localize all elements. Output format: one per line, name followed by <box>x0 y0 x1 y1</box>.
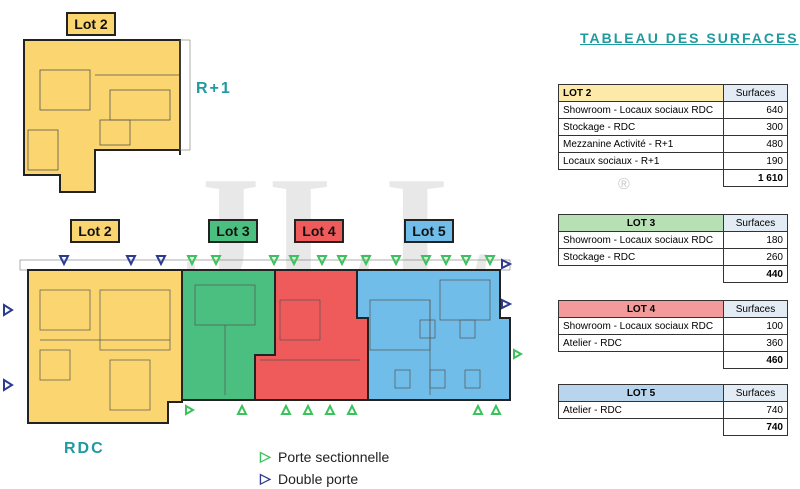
table-header: LOT 5 <box>558 384 724 402</box>
green-arrow-icon <box>186 255 198 267</box>
green-arrow-icon <box>185 404 196 416</box>
sectional-door-arrows <box>185 255 524 416</box>
table-header: LOT 3 <box>558 214 724 232</box>
green-arrow-icon <box>420 255 432 267</box>
green-arrow-icon <box>236 403 248 415</box>
surfaces-header: Surfaces <box>723 214 788 232</box>
green-arrow-icon <box>316 255 328 267</box>
upper-floor-plan <box>23 39 191 193</box>
registered-mark: ® <box>618 176 630 193</box>
green-arrow-icon <box>336 255 348 267</box>
green-arrow-icon <box>324 403 336 415</box>
total-value: 440 <box>723 265 788 283</box>
green-arrow-icon <box>484 255 496 267</box>
surfaces-header: Surfaces <box>723 300 788 318</box>
green-arrow-icon <box>513 348 524 360</box>
legend-label: Double porte <box>278 470 359 487</box>
green-arrow-icon <box>390 255 402 267</box>
ground-lot2-label: Lot 2 <box>70 219 120 243</box>
green-arrow-icon <box>210 255 222 267</box>
blue-arrow-icon <box>58 255 70 267</box>
double-door-arrows <box>3 255 513 392</box>
blue-arrow-icon <box>501 298 513 310</box>
ground-lot2-area <box>27 269 183 424</box>
blue-arrow-icon <box>501 258 513 270</box>
legend-label: Porte sectionnelle <box>278 448 390 465</box>
blue-arrow-icon <box>3 378 14 392</box>
legend-double-door: ▷ Double porte <box>260 470 358 487</box>
green-arrow-icon <box>346 403 358 415</box>
green-arrow-icon <box>280 403 292 415</box>
green-arrow-icon: ▷ <box>260 448 271 464</box>
blue-arrow-icon <box>155 255 167 267</box>
blue-arrow-icon <box>125 255 137 267</box>
green-arrow-icon <box>268 255 280 267</box>
total-row: 440 <box>559 265 788 283</box>
upper-lot2-label: Lot 2 <box>66 12 116 36</box>
level-label-upper: R+1 <box>196 80 232 97</box>
blue-arrow-icon <box>3 303 14 317</box>
surfaces-header: Surfaces <box>723 384 788 402</box>
blue-arrow-icon: ▷ <box>260 470 271 486</box>
green-arrow-icon <box>288 255 300 267</box>
ground-lot3-label: Lot 3 <box>208 219 258 243</box>
ground-floor-plan <box>19 259 511 424</box>
legend-sectional-door: ▷ Porte sectionnelle <box>260 448 389 465</box>
green-arrow-icon <box>460 255 472 267</box>
table-header: LOT 4 <box>558 300 724 318</box>
total-value: 740 <box>723 418 788 436</box>
total-row: 460 <box>559 351 788 369</box>
green-arrow-icon <box>490 403 502 415</box>
green-arrow-icon <box>360 255 372 267</box>
green-arrow-icon <box>440 255 452 267</box>
total-value: 1 610 <box>723 169 788 187</box>
total-value: 460 <box>723 351 788 369</box>
level-label-ground: RDC <box>64 440 105 457</box>
ground-lot5-area <box>356 269 511 401</box>
ground-lot4-label: Lot 4 <box>294 219 344 243</box>
green-arrow-icon <box>302 403 314 415</box>
total-row: 1 610 <box>559 169 788 187</box>
table-header: LOT 2 <box>558 84 724 102</box>
surfaces-title: TABLEAU DES SURFACES <box>580 30 799 46</box>
ground-lot5-label: Lot 5 <box>404 219 454 243</box>
green-arrow-icon <box>472 403 484 415</box>
upper-lot2-area <box>23 39 181 193</box>
surfaces-header: Surfaces <box>723 84 788 102</box>
total-row: 740 <box>559 418 788 436</box>
